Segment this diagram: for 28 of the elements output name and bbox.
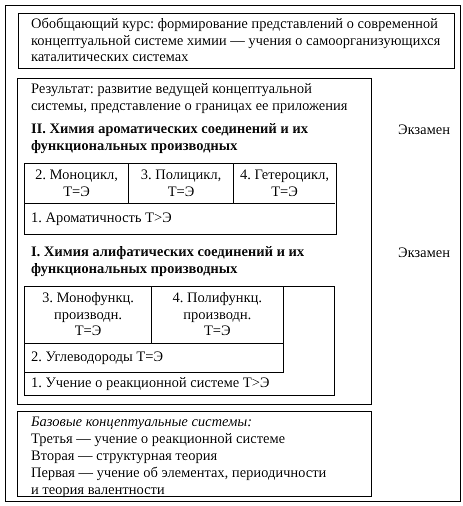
topic-stack xyxy=(25,287,284,373)
section-heading: II. Химия ароматических соединений и их функциональных производных xyxy=(31,121,309,154)
topic-label: 3. Монофункц. производн. Т=Э xyxy=(41,290,135,340)
topic-stack xyxy=(24,163,337,235)
topic-label: 4. Полифункц. производн. Т=Э xyxy=(172,290,263,340)
result-box xyxy=(16,78,372,404)
exam-label: Экзамен xyxy=(398,122,450,138)
outer-frame xyxy=(5,5,461,502)
topic-label: 2. Углеводороды Т=Э xyxy=(31,349,164,366)
course-box xyxy=(18,12,454,68)
base-systems-box xyxy=(16,410,372,496)
topic-box xyxy=(25,164,129,204)
exam-label: Экзамен xyxy=(398,245,450,262)
list-heading: Базовые концептуальные системы: xyxy=(31,414,252,431)
topic-box xyxy=(129,164,234,204)
topic-label: 1. Учение о реакционной системе Т>Э xyxy=(31,375,270,392)
topic-label: 1. Ароматичность Т>Э xyxy=(31,210,172,226)
list-item: Третья — учение о реакционной системе xyxy=(31,431,286,448)
topic-box xyxy=(25,287,152,344)
result-text: Результат: развитие ведущей концептуальной системы, представление о границах ее приложения xyxy=(31,81,348,114)
section-heading: I. Химия алифатических соединений и их функциональных производных xyxy=(31,244,306,277)
course-description: Обобщающий курс: формирование представлений о современной концептуальной системе химии — учения о самоорганизующихся каталитических системах xyxy=(31,16,442,66)
topic-label: 3. Полицикл, Т=Э xyxy=(140,167,222,200)
list-item: Вторая — структурная теория xyxy=(31,448,218,465)
topic-stack xyxy=(24,286,335,396)
topic-label: 2. Моноцикл, Т=Э xyxy=(34,167,119,200)
list-item: Первая — учение об элементах, периодичности и теория валентности xyxy=(31,465,328,499)
topic-label: 4. Гетероцикл, Т=Э xyxy=(239,167,330,200)
